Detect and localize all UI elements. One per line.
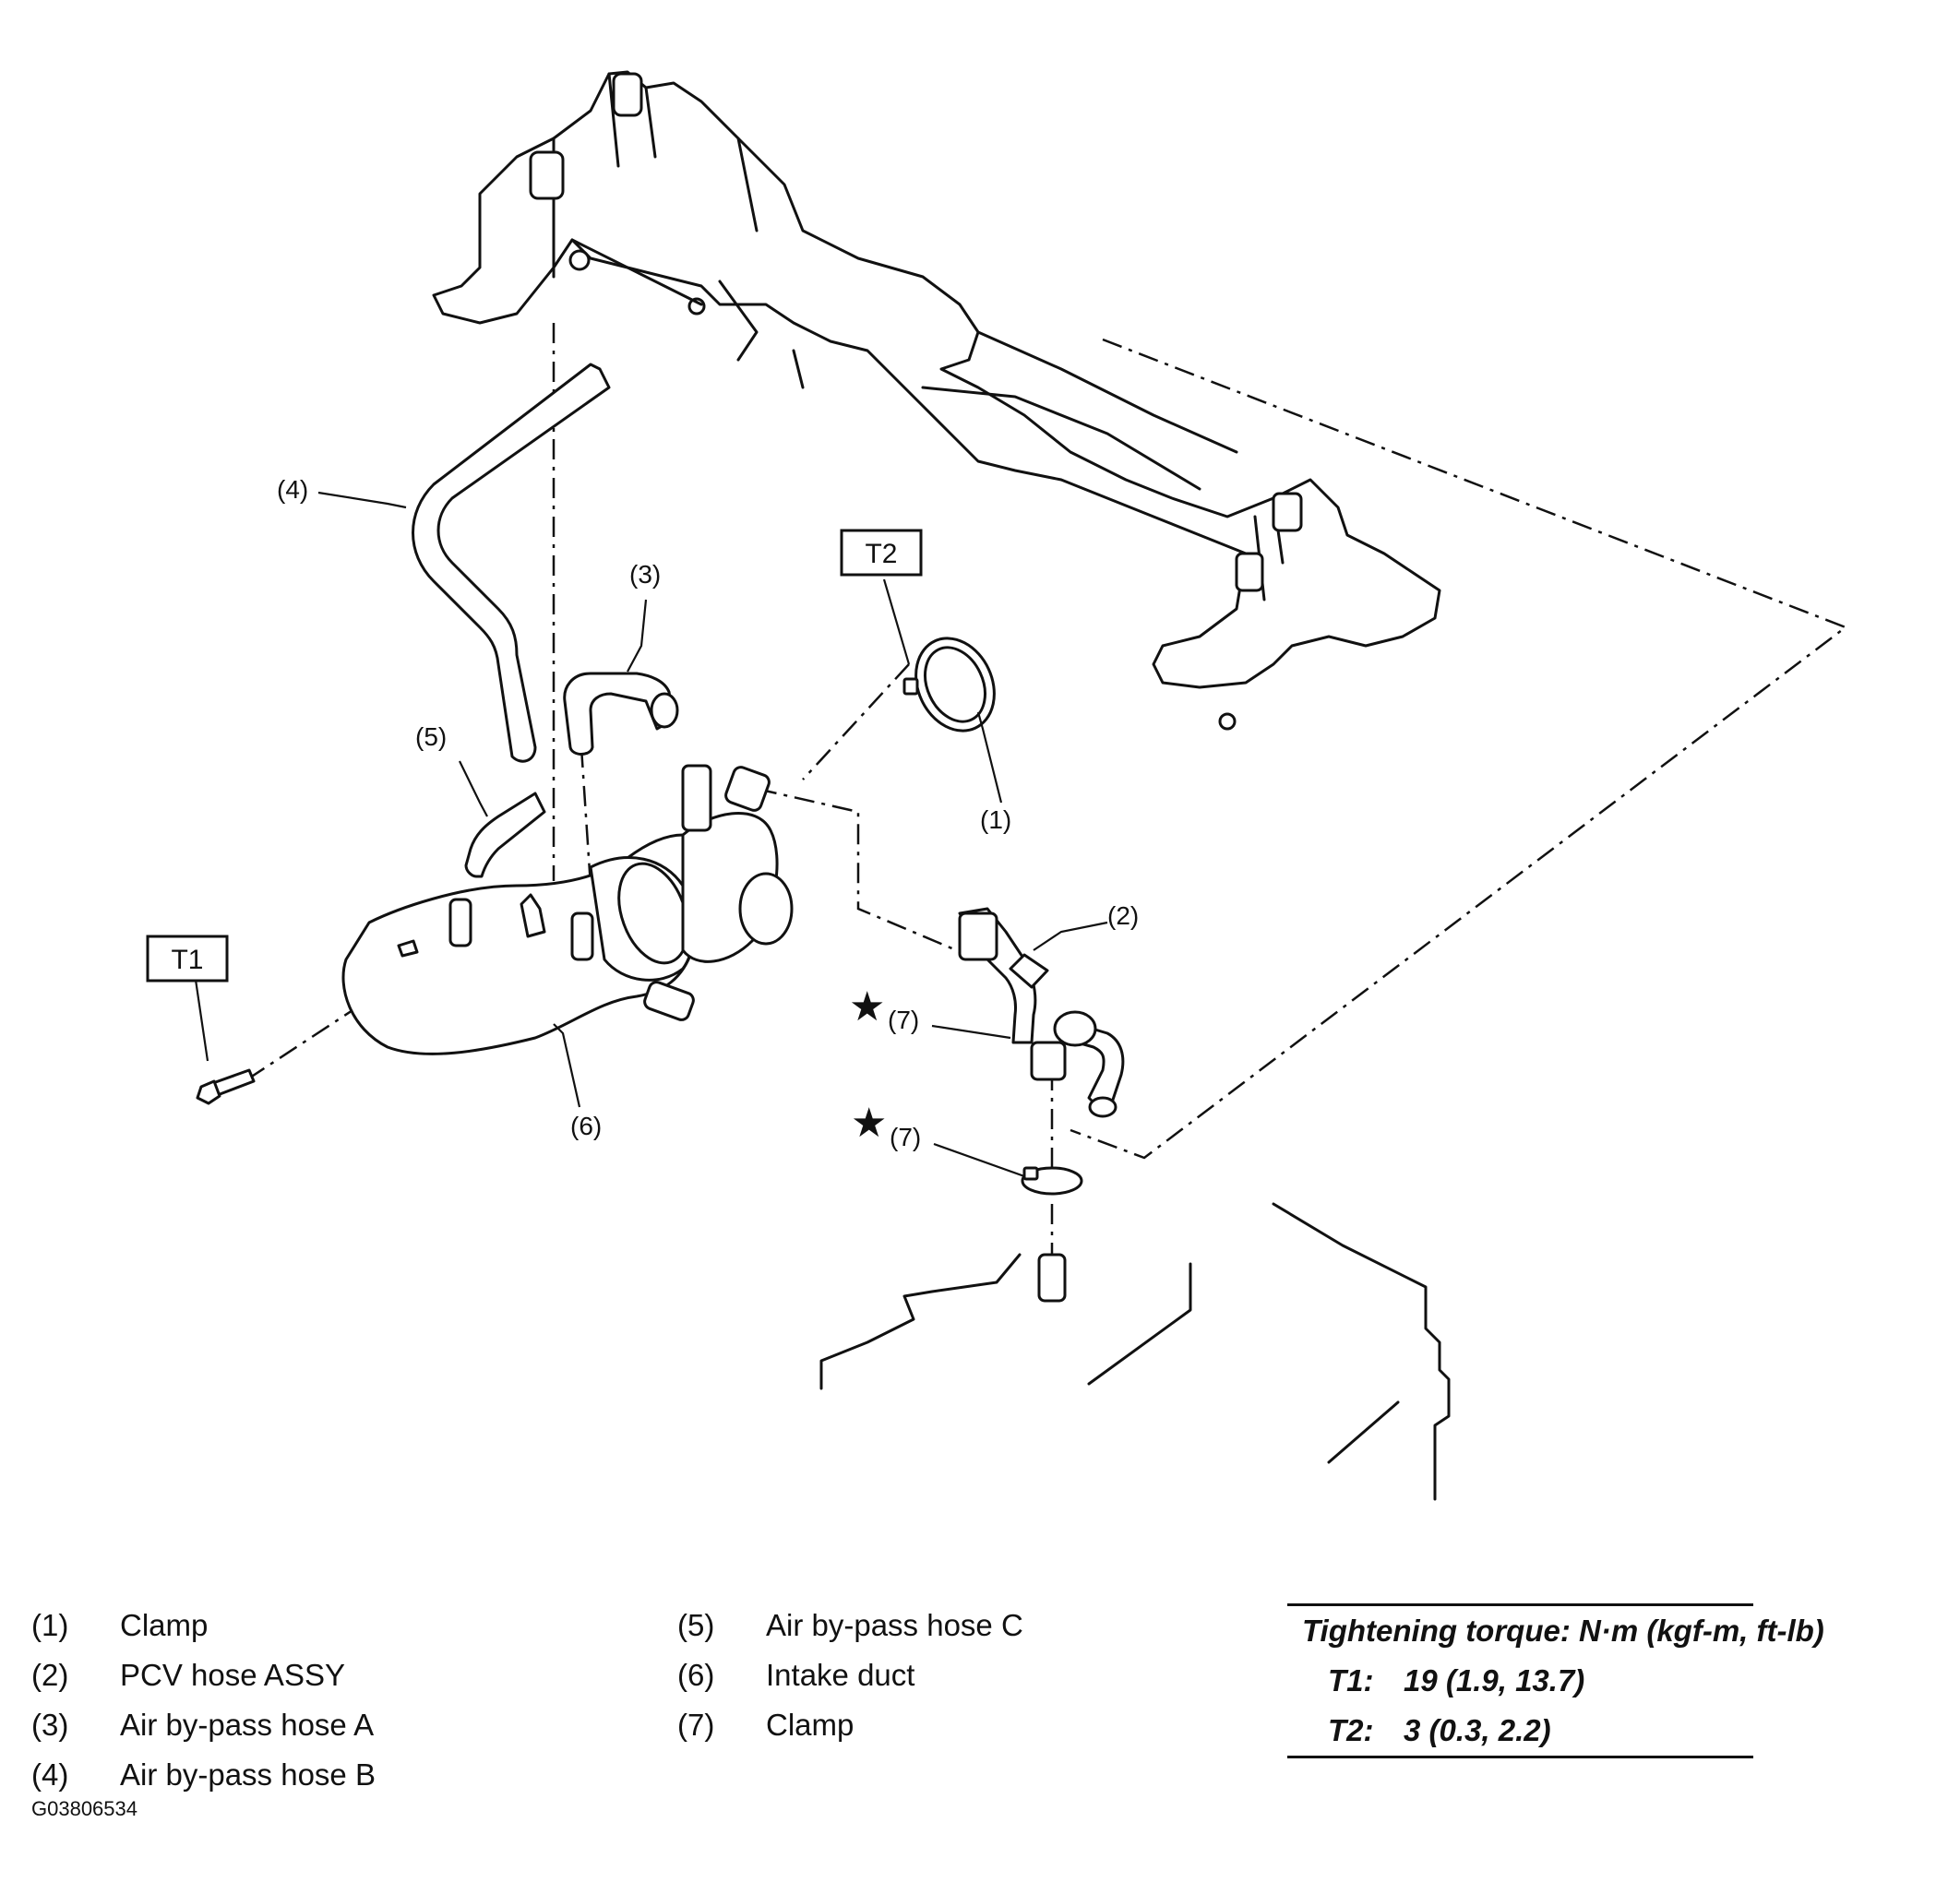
callout-7-upper: (7)	[888, 1006, 919, 1034]
pcv-hose-assy	[958, 907, 1125, 1118]
callout-2: (2)	[1107, 901, 1139, 930]
intake-manifold	[432, 70, 1441, 731]
star-mark-1: ★	[849, 983, 885, 1030]
air-bypass-hose-a	[563, 672, 679, 756]
engine-block-outline	[819, 1202, 1451, 1501]
clamp-1	[902, 637, 996, 733]
tightening-torque-table: Tightening torque: N·m (kgf-m, ft-lb) T1…	[1287, 1603, 1824, 1758]
callout-5: (5)	[415, 722, 447, 751]
torque-box-t2: T2	[840, 529, 923, 577]
legend-item: (7)Clamp	[677, 1708, 855, 1742]
torque-box-t1-label: T1	[171, 945, 203, 975]
torque-row-t2: T2:3 (0.3, 2.2)	[1328, 1713, 1551, 1747]
intake-duct	[341, 764, 794, 1055]
torque-title: Tightening torque: N·m (kgf-m, ft-lb)	[1302, 1614, 1824, 1648]
callout-1: (1)	[980, 805, 1011, 834]
air-bypass-hose-c	[464, 792, 546, 878]
torque-box-t2-label: T2	[865, 539, 897, 569]
torque-row-t1: T1:19 (1.9, 13.7)	[1328, 1663, 1585, 1697]
torque-bottom-rule	[1287, 1756, 1753, 1758]
callout-4: (4)	[277, 475, 308, 504]
legend-item: (6)Intake duct	[677, 1658, 915, 1692]
clamp-7-lower	[1021, 1166, 1083, 1303]
callout-7-lower: (7)	[890, 1123, 921, 1151]
legend-column-left: (1)Clamp (2)PCV hose ASSY (3)Air by-pass…	[31, 1601, 376, 1800]
legend-item: (1)Clamp	[31, 1608, 209, 1642]
torque-box-t1: T1	[146, 935, 229, 983]
legend-column-middle: (5)Air by-pass hose C (6)Intake duct (7)…	[677, 1601, 1023, 1750]
leader-lines	[194, 491, 1108, 1178]
callout-3: (3)	[629, 560, 661, 589]
exploded-parts-diagram: T2 T1 (4) (3) (5) (1) (2) (6) ★ (7) ★ (7…	[146, 70, 1848, 1501]
torque-top-rule	[1287, 1603, 1753, 1606]
bolt-t1	[196, 1068, 256, 1105]
figure-id: G03806534	[31, 1797, 137, 1820]
parts-legend: (1)Clamp (2)PCV hose ASSY (3)Air by-pass…	[31, 1601, 1305, 1813]
air-bypass-hose-b	[412, 363, 611, 763]
legend-item: (4)Air by-pass hose B	[31, 1757, 376, 1792]
legend-item: (5)Air by-pass hose C	[677, 1608, 1023, 1642]
legend-item: (2)PCV hose ASSY	[31, 1658, 345, 1692]
legend-item: (3)Air by-pass hose A	[31, 1708, 375, 1742]
callout-6: (6)	[570, 1112, 602, 1140]
star-mark-2: ★	[851, 1100, 887, 1147]
